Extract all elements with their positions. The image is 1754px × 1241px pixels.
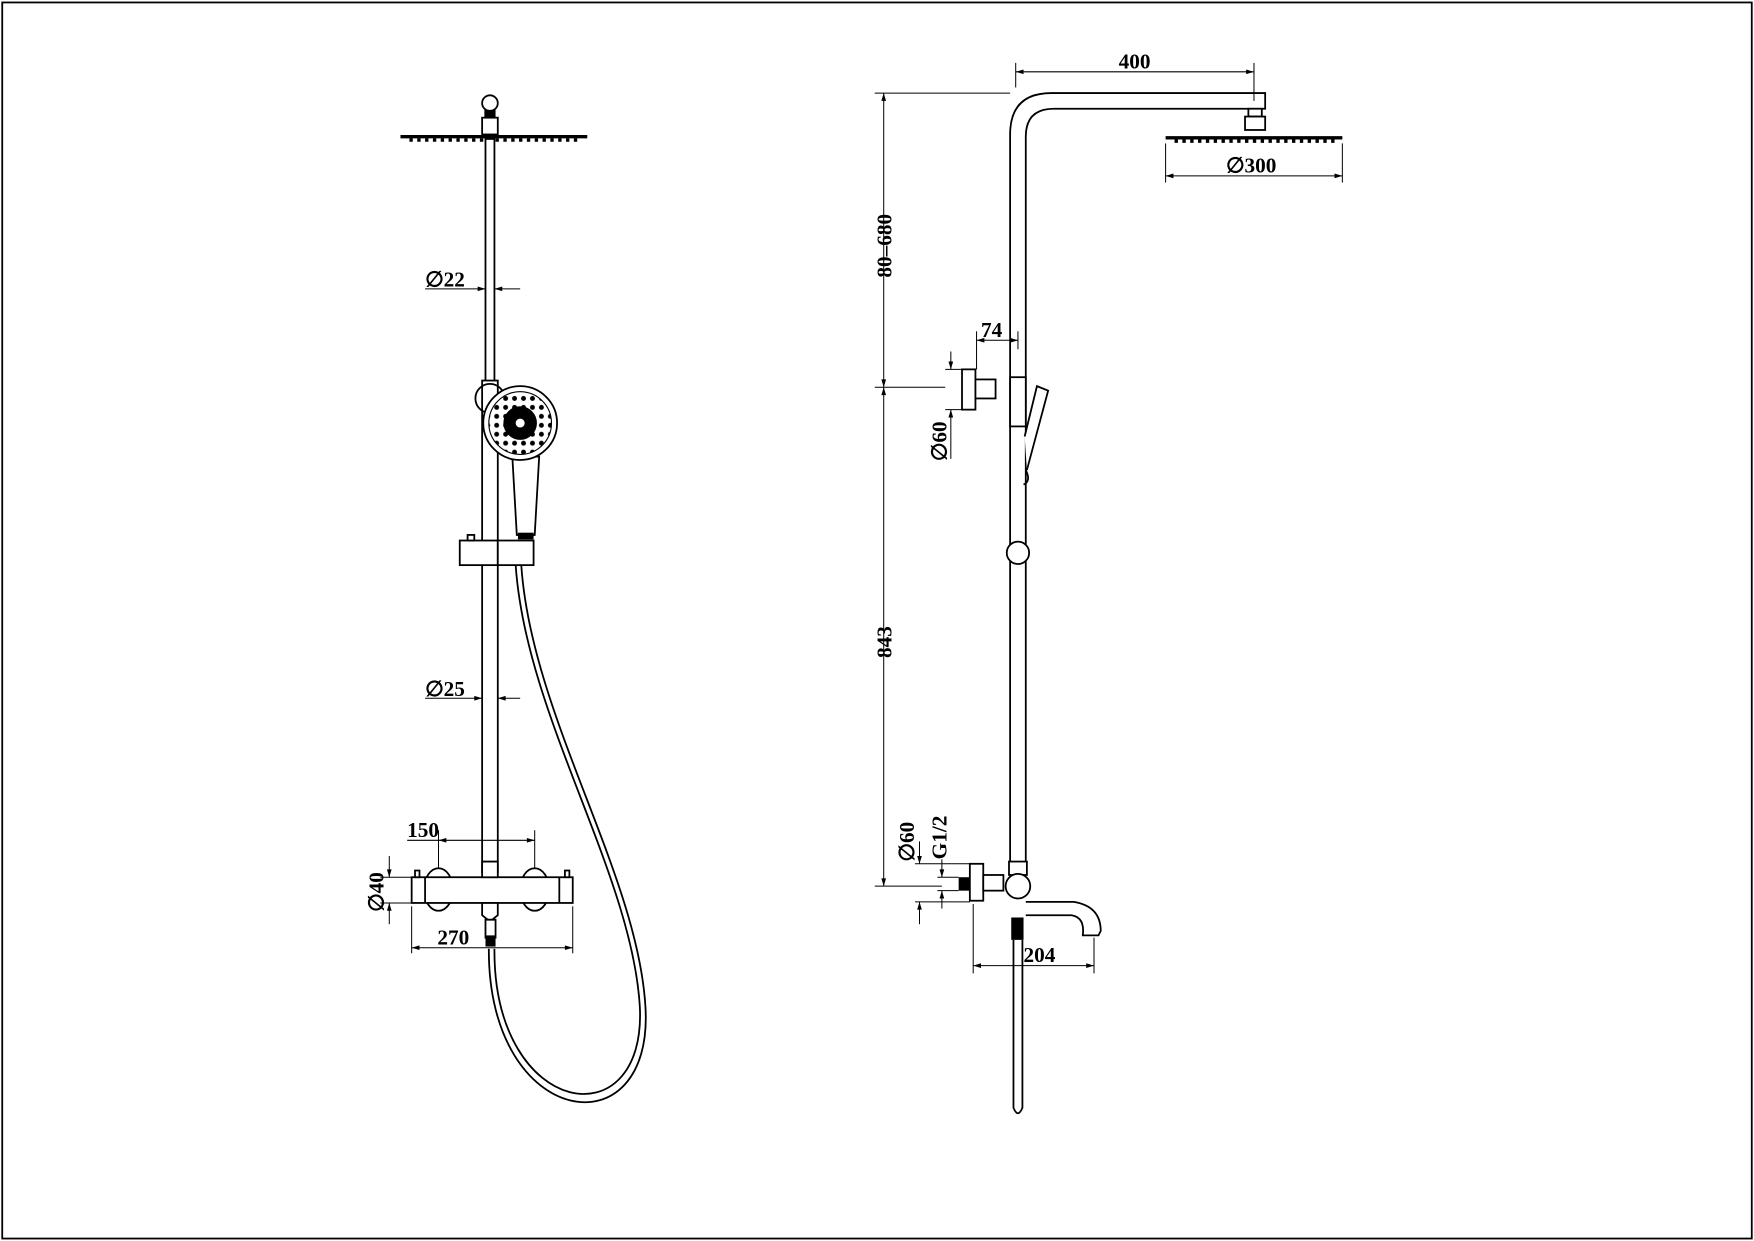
dim-label-column-height: 843 [873, 626, 897, 658]
dim-upper-pipe: ∅22 [425, 268, 521, 292]
dim-wall-flange: ∅60 [895, 822, 970, 925]
slider [458, 534, 535, 567]
hand-shower [482, 385, 558, 540]
dim-bracket-diameter: ∅60 [927, 351, 963, 461]
dim-label-spout-projection: 204 [1024, 943, 1056, 967]
dim-label-bracket-diameter: ∅60 [927, 421, 951, 461]
thermostatic-mixer [410, 860, 574, 947]
dim-thread: G1/2 [927, 816, 959, 909]
dim-label-upper-pipe: ∅22 [425, 268, 465, 292]
dim-label-arm-reach: 400 [1119, 49, 1151, 73]
mixer-side [958, 860, 1102, 1115]
dim-label-adjustable-height: 80–680 [873, 214, 897, 278]
rain-shower-head [400, 94, 588, 142]
rain-shower-head-side [1165, 107, 1343, 143]
dim-spout-projection: 204 [972, 904, 1095, 974]
dim-label-mixer-diameter: ∅40 [365, 872, 389, 912]
column-pipe [481, 138, 499, 874]
front-view: ∅22 ∅25 150 ∅40 270 [365, 94, 647, 1104]
side-view: 400 ∅300 80–680 843 74 [873, 49, 1343, 1115]
dim-arm-reach: 400 [1015, 49, 1255, 101]
shower-hose [487, 565, 647, 1104]
dim-column-height: 843 [873, 387, 942, 887]
dim-label-mixer-width: 270 [437, 925, 469, 949]
dim-label-bracket-offset: 74 [981, 318, 1003, 342]
dim-lower-pipe: ∅25 [425, 677, 521, 701]
dim-bracket-offset: 74 [976, 318, 1019, 370]
dim-mixer-width: 270 [411, 906, 574, 954]
dim-adjustable-height: 80–680 [873, 92, 1011, 388]
dim-label-inlet-spacing: 150 [407, 818, 439, 842]
dim-label-head-diameter: ∅300 [1226, 153, 1276, 177]
dim-head-diameter: ∅300 [1165, 143, 1343, 183]
dim-label-thread: G1/2 [927, 816, 951, 860]
dim-label-lower-pipe: ∅25 [425, 677, 465, 701]
shower-arm [1009, 92, 1267, 873]
dim-mixer-diameter: ∅40 [365, 855, 412, 925]
wall-bracket-side [961, 368, 1050, 486]
dim-label-wall-flange: ∅60 [895, 822, 919, 862]
slider-side [1005, 540, 1031, 565]
dim-inlet-spacing: 150 [407, 818, 536, 869]
